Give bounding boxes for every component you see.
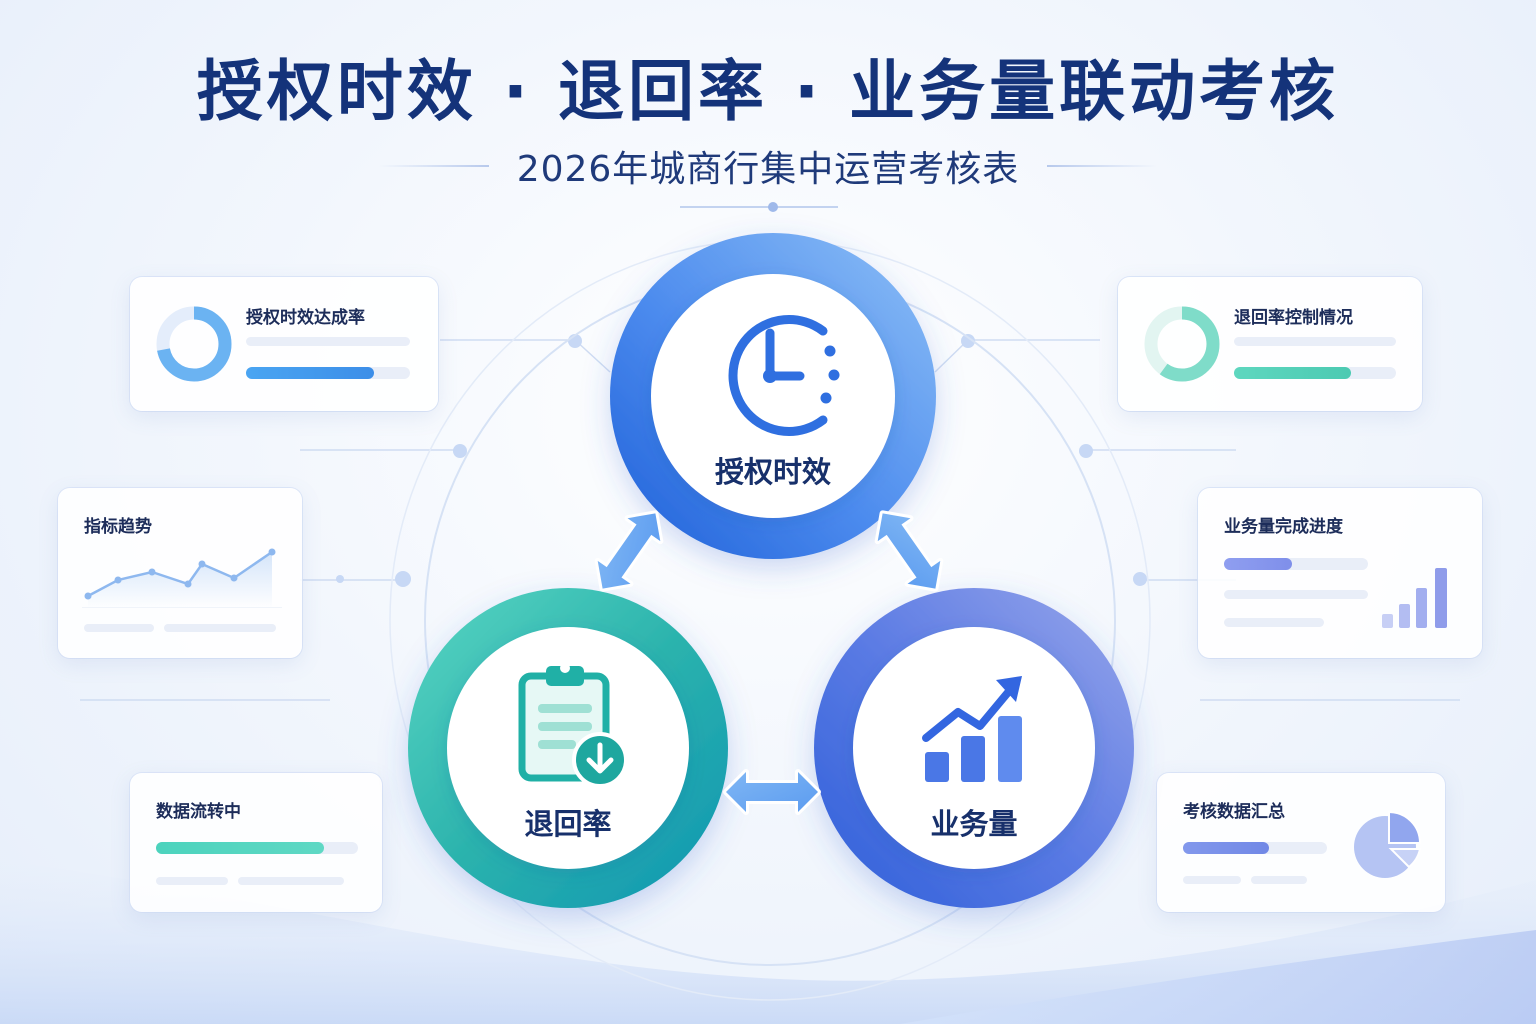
placeholder-line	[1224, 590, 1368, 599]
bar-chart-icon	[1382, 568, 1447, 628]
progress-bar-return	[1234, 367, 1351, 379]
node-label-return: 退回率	[524, 807, 612, 841]
placeholder-line	[1251, 876, 1307, 884]
progress-bar-flow	[156, 842, 324, 854]
line-chart-icon	[82, 548, 282, 608]
card-title-trend: 指标趋势	[84, 517, 152, 537]
placeholder-line	[84, 624, 154, 632]
placeholder-line	[246, 337, 410, 346]
arrow-return-volume	[723, 769, 821, 815]
card-volume-progress: 业务量完成进度	[1198, 488, 1482, 658]
placeholder-line	[1224, 618, 1324, 627]
title-part-auth: 授权时效	[196, 53, 477, 130]
progress-bar-summary	[1183, 842, 1270, 854]
pie-chart-icon	[1354, 810, 1422, 878]
donut-chart-icon	[1144, 306, 1220, 382]
title-separator-1: ·	[502, 53, 532, 130]
donut-chart-icon	[156, 306, 232, 382]
card-title-return-control: 退回率控制情况	[1234, 308, 1353, 328]
card-data-flow: 数据流转中	[130, 773, 382, 912]
title-separator-2: ·	[794, 53, 824, 130]
title-part-return: 退回率	[558, 53, 768, 130]
placeholder-line	[156, 877, 228, 885]
page-title: 授权时效 · 退回率 · 业务量联动考核	[0, 38, 1536, 134]
placeholder-line	[1183, 876, 1241, 884]
card-return-control: 退回率控制情况	[1118, 277, 1422, 411]
card-title-auth-rate: 授权时效达成率	[246, 308, 365, 328]
card-title-data-flow: 数据流转中	[156, 802, 241, 822]
placeholder-line	[238, 877, 344, 885]
placeholder-line	[1234, 337, 1396, 346]
node-label-volume: 业务量	[930, 807, 1018, 841]
subtitle-divider-left	[378, 165, 489, 167]
clipboard-download-icon	[518, 663, 628, 788]
node-label-auth: 授权时效	[714, 455, 831, 489]
progress-bar-volume	[1224, 558, 1292, 570]
card-title-summary: 考核数据汇总	[1183, 802, 1285, 822]
arrow-auth-return	[594, 510, 664, 592]
progress-bar-auth	[246, 367, 374, 379]
page-subtitle: 2026年城商行集中运营考核表	[516, 149, 1020, 190]
arrow-auth-volume	[874, 510, 944, 592]
card-auth-rate: 授权时效达成率	[130, 277, 438, 411]
card-summary: 考核数据汇总	[1157, 773, 1445, 912]
placeholder-line	[164, 624, 276, 632]
title-part-volume: 业务量联动考核	[849, 53, 1340, 130]
bar-chart-up-icon	[922, 676, 1022, 782]
node-return	[408, 588, 728, 908]
card-trend: 指标趋势	[58, 488, 302, 658]
node-auth	[610, 233, 936, 559]
subtitle-divider-right	[1047, 165, 1158, 167]
node-volume	[814, 588, 1134, 908]
card-title-volume-progress: 业务量完成进度	[1224, 517, 1343, 537]
subtitle-row: 2026年城商行集中运营考核表	[0, 140, 1536, 192]
